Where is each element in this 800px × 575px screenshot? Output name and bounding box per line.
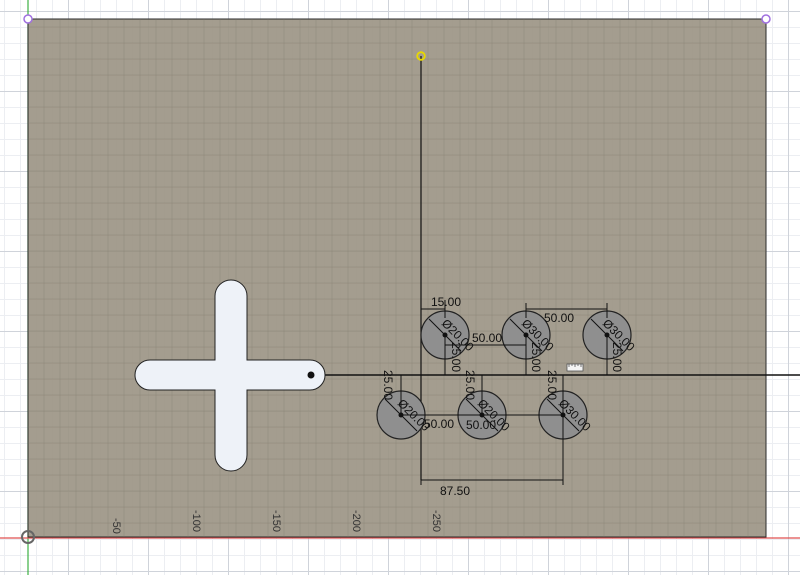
plate-corner-point[interactable] xyxy=(23,14,33,24)
dim-hole-spacing-bottom-left[interactable]: 50.00 xyxy=(424,417,454,431)
dim-vert-bottom-left[interactable]: 25.00 xyxy=(381,370,395,400)
dim-hole-spacing-top[interactable]: 50.00 xyxy=(472,331,502,345)
dim-hole-offset-x[interactable]: 15.00 xyxy=(431,295,461,309)
axis-tick-label: -250 xyxy=(430,510,442,532)
dimension-lines xyxy=(400,300,619,485)
plate-profile[interactable] xyxy=(27,18,767,538)
plate-grid xyxy=(28,19,766,537)
cross-center-point[interactable] xyxy=(307,371,315,379)
dim-hole-total-width[interactable]: 87.50 xyxy=(440,484,470,498)
dim-hole-spacing-bottom-mid[interactable]: 50.00 xyxy=(466,418,496,432)
constraint-icon[interactable] xyxy=(566,363,584,372)
axis-tick-label: -50 xyxy=(110,518,122,534)
line-endpoint[interactable] xyxy=(416,51,426,61)
axis-tick-label: -200 xyxy=(350,510,362,532)
axis-tick-label: -100 xyxy=(190,510,202,532)
dim-hole-pitch-top[interactable]: 50.00 xyxy=(544,311,574,325)
dim-vert-bottom-right[interactable]: 25.00 xyxy=(545,370,559,400)
origin-point[interactable] xyxy=(21,530,35,544)
dim-vert-bottom-mid[interactable]: 25.00 xyxy=(463,370,477,400)
axis-tick-label: -150 xyxy=(270,510,282,532)
cross-cutout[interactable] xyxy=(134,279,326,472)
plate-corner-point[interactable] xyxy=(761,14,771,24)
dim-vert-top-mid[interactable]: 25.00 xyxy=(529,342,543,372)
dim-vert-top-right[interactable]: 25.00 xyxy=(610,342,624,372)
dim-vert-top-left[interactable]: 25.00 xyxy=(449,342,463,372)
